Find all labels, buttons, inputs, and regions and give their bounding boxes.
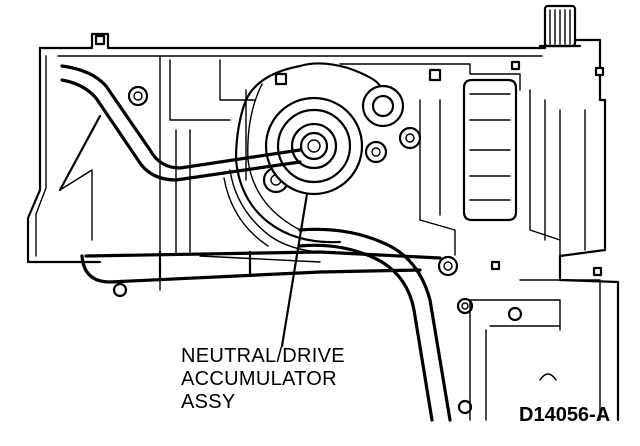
neutral-drive-accumulator bbox=[264, 96, 364, 196]
callout-line-1: NEUTRAL/DRIVE bbox=[181, 345, 345, 367]
case-ribs bbox=[175, 89, 247, 256]
output-shaft-spline bbox=[538, 4, 582, 48]
accumulator-callout-label: NEUTRAL/DRIVE ACCUMULATOR ASSY bbox=[181, 345, 345, 414]
lower-right-case-detail bbox=[469, 279, 601, 421]
callout-line-2: ACCUMULATOR bbox=[181, 368, 337, 390]
shift-linkage-rod bbox=[58, 64, 302, 192]
callout-leader-line bbox=[280, 192, 309, 348]
transmission-case bbox=[26, 32, 620, 422]
figure-id: D14056-A bbox=[519, 404, 611, 426]
bolt-bosses bbox=[94, 34, 605, 415]
lower-bracket-arm bbox=[80, 250, 442, 284]
case-window-cutout bbox=[462, 78, 518, 222]
callout-line-3: ASSY bbox=[181, 391, 236, 413]
manual-lever-cable bbox=[298, 227, 452, 422]
